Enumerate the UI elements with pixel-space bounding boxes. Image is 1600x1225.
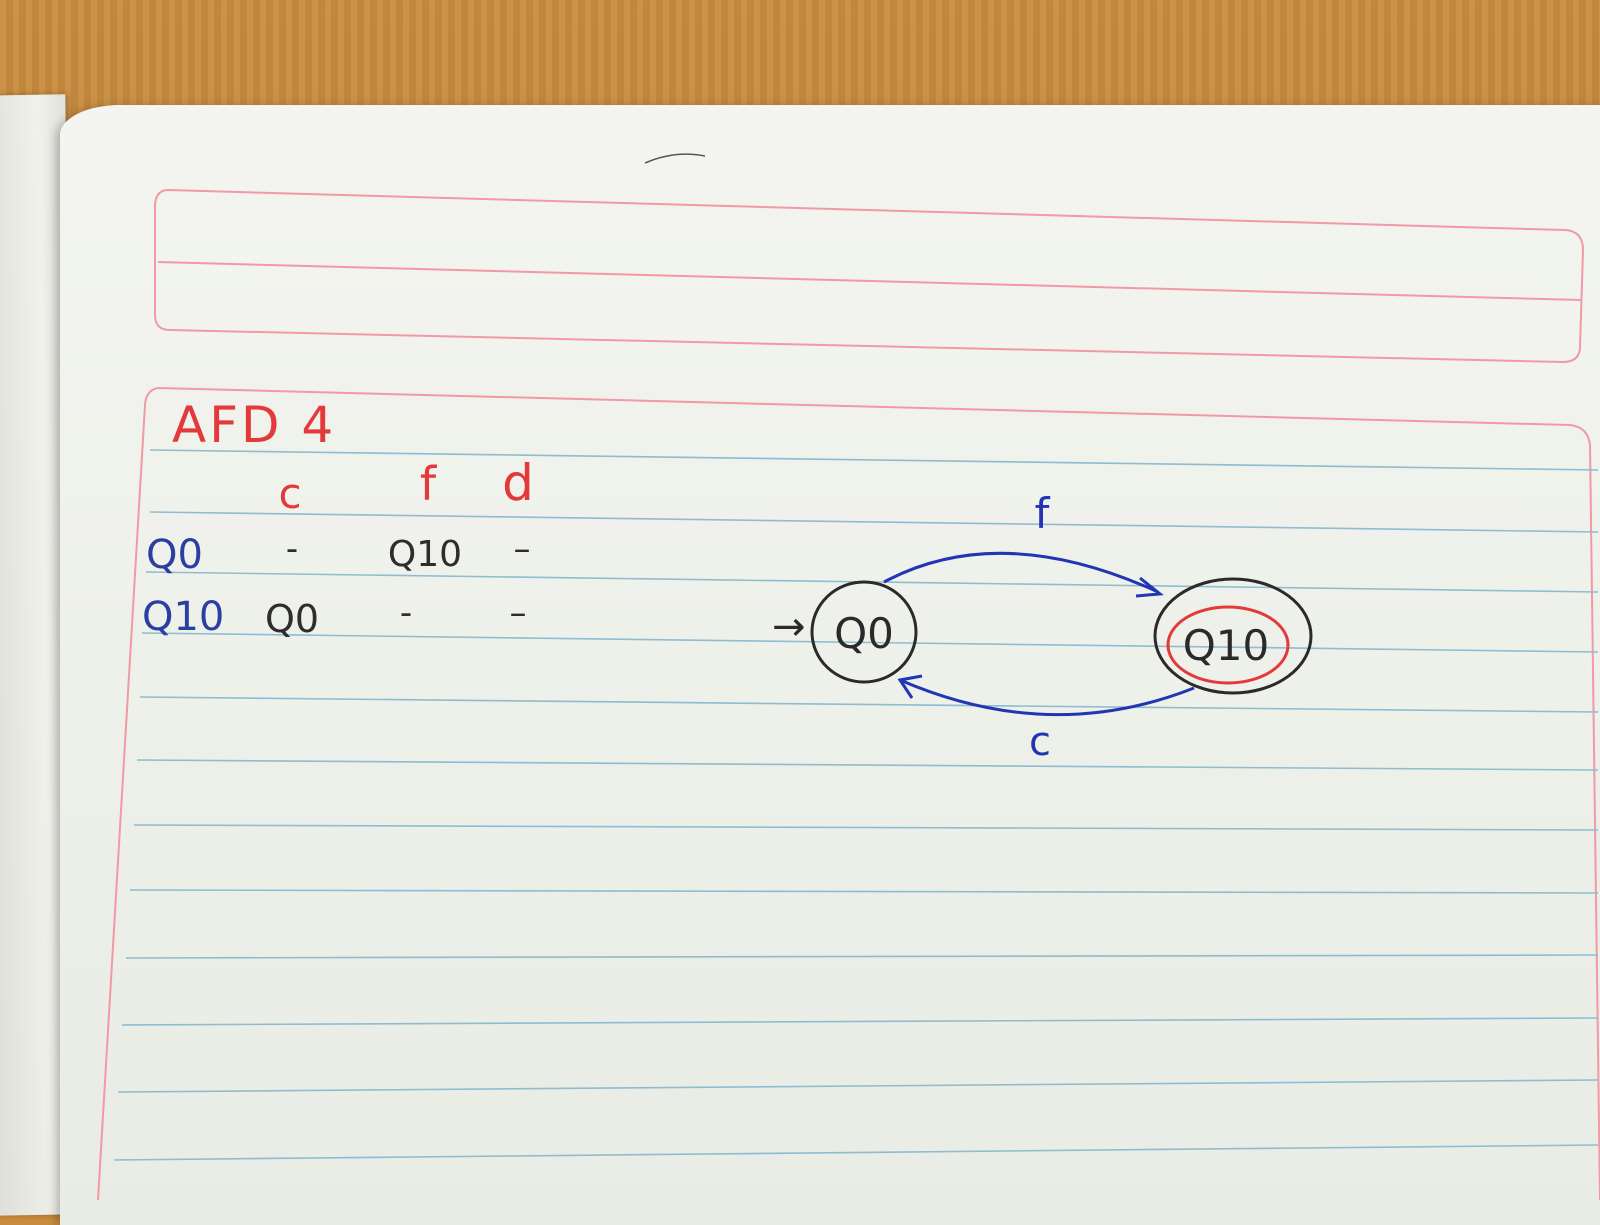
notebook-sheet: AFD 4 c f d Q0 - Q10 – Q10 Q0 - – f c → … xyxy=(97,153,1600,1200)
transition-label-c: c xyxy=(1029,719,1051,765)
title-band xyxy=(154,188,1585,364)
rule-line xyxy=(139,696,1599,713)
state-circle-q0 xyxy=(810,580,918,684)
table-cell: - xyxy=(400,593,412,633)
transition-arrow-c xyxy=(899,678,1195,717)
state-label-q0: Q0 xyxy=(834,609,894,658)
state-circle-q10-outer xyxy=(1153,577,1313,695)
automaton-diagram: f c → Q0 Q10 xyxy=(772,489,1313,765)
rule-line xyxy=(149,449,1599,471)
rule-line xyxy=(141,632,1599,653)
title-band-divider xyxy=(157,261,1582,301)
transition-label-f: f xyxy=(1035,489,1051,538)
state-label-q10: Q10 xyxy=(1183,621,1270,670)
writing-area-frame xyxy=(97,387,1600,1200)
rule-line xyxy=(133,824,1599,831)
transition-arrowhead-c xyxy=(897,674,923,699)
rule-line xyxy=(129,889,1599,894)
table-row-state: Q10 xyxy=(142,594,224,640)
rule-line xyxy=(149,511,1599,533)
table-cell: – xyxy=(510,593,527,633)
rule-line xyxy=(117,1079,1599,1093)
table-header-f: f xyxy=(420,457,438,511)
table-cell: - xyxy=(286,529,298,569)
page-heading: AFD 4 xyxy=(172,396,336,454)
rule-line xyxy=(121,1017,1599,1026)
ruled-lines xyxy=(113,449,1599,1161)
title-band-frame xyxy=(154,188,1585,364)
state-circle-q10-inner xyxy=(1166,605,1290,685)
transition-arrowhead-f xyxy=(1135,576,1164,598)
table-cell: Q10 xyxy=(388,534,462,575)
rule-line xyxy=(136,759,1599,771)
pencil-mark xyxy=(644,153,706,164)
transition-table: c f d Q0 - Q10 – Q10 Q0 - – xyxy=(142,454,534,641)
table-cell: Q0 xyxy=(265,597,319,641)
notebook-page xyxy=(60,105,1600,1225)
rule-line xyxy=(125,954,1599,959)
table-row-state: Q0 xyxy=(146,532,203,578)
table-header-d: d xyxy=(502,454,534,512)
table-cell: – xyxy=(514,529,531,569)
rule-line xyxy=(113,1144,1599,1161)
transition-arrow-f xyxy=(883,551,1159,594)
table-header-c: c xyxy=(278,469,301,518)
initial-arrow-icon: → xyxy=(772,604,806,650)
